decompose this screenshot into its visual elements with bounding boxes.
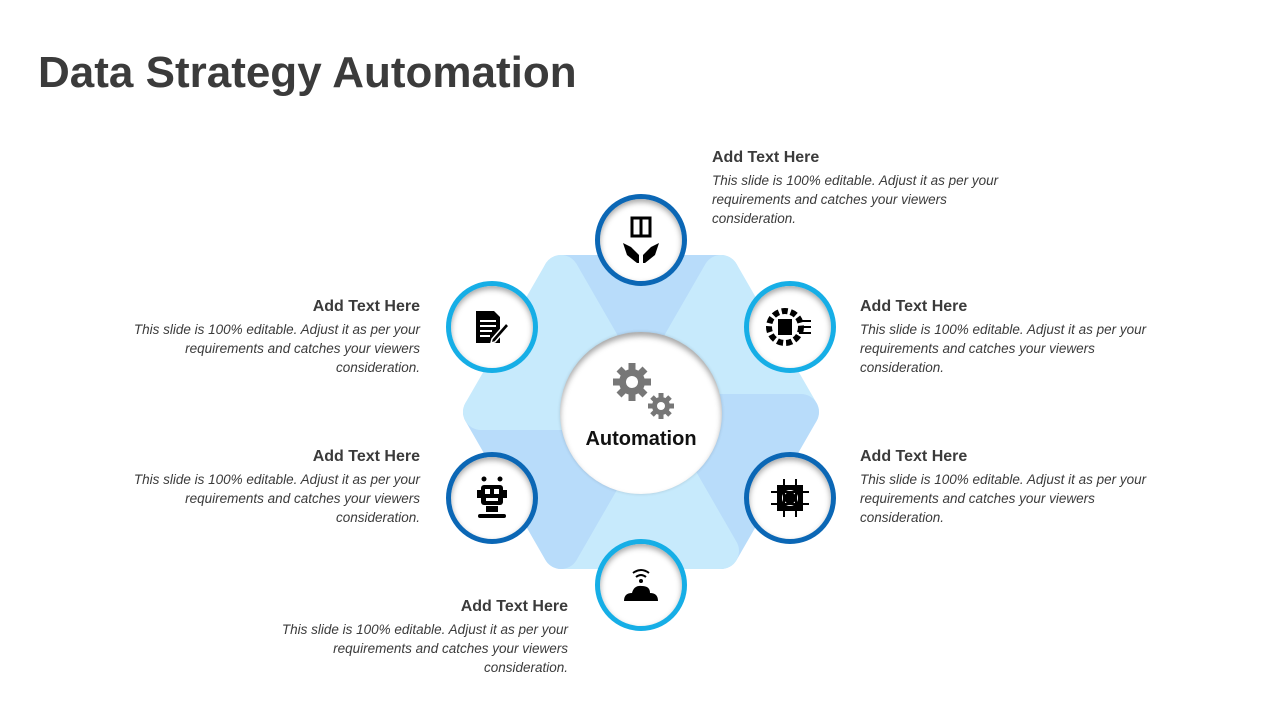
node-lower-left — [446, 452, 538, 544]
gear-server-icon — [766, 308, 811, 346]
hands-box-icon — [623, 216, 659, 263]
center-label: Automation — [585, 428, 697, 450]
heading: Add Text Here — [312, 298, 420, 315]
description: This slide is 100% editable. Adjust it a… — [860, 322, 1147, 375]
heading: Add Text Here — [312, 448, 420, 465]
heading: Add Text Here — [460, 598, 568, 615]
text-block-lower-right: Add Text Here This slide is 100% editabl… — [860, 448, 1170, 527]
node-upper-right — [744, 281, 836, 373]
center-hub: Automation — [560, 332, 722, 494]
node-lower-right — [744, 452, 836, 544]
document-edit-icon — [476, 311, 510, 345]
node-upper-left — [446, 281, 538, 373]
cloud-wifi-icon — [624, 569, 658, 601]
heading: Add Text Here — [860, 298, 968, 315]
text-block-bottom: Add Text Here This slide is 100% editabl… — [258, 598, 568, 677]
description: This slide is 100% editable. Adjust it a… — [860, 472, 1147, 525]
description: This slide is 100% editable. Adjust it a… — [133, 472, 420, 525]
text-block-top: Add Text Here This slide is 100% editabl… — [712, 149, 1022, 228]
chip-gear-icon — [771, 479, 809, 517]
description: This slide is 100% editable. Adjust it a… — [712, 173, 999, 226]
text-block-lower-left: Add Text Here This slide is 100% editabl… — [110, 448, 420, 527]
heading: Add Text Here — [712, 149, 820, 166]
page-title: Data Strategy Automation — [38, 48, 577, 97]
node-top — [595, 194, 687, 286]
text-block-upper-right: Add Text Here This slide is 100% editabl… — [860, 298, 1170, 377]
node-bottom — [595, 539, 687, 631]
robot-icon — [477, 476, 507, 518]
heading: Add Text Here — [860, 448, 968, 465]
gears-icon — [613, 363, 674, 419]
description: This slide is 100% editable. Adjust it a… — [133, 322, 420, 375]
text-block-upper-left: Add Text Here This slide is 100% editabl… — [110, 298, 420, 377]
description: This slide is 100% editable. Adjust it a… — [281, 622, 568, 675]
